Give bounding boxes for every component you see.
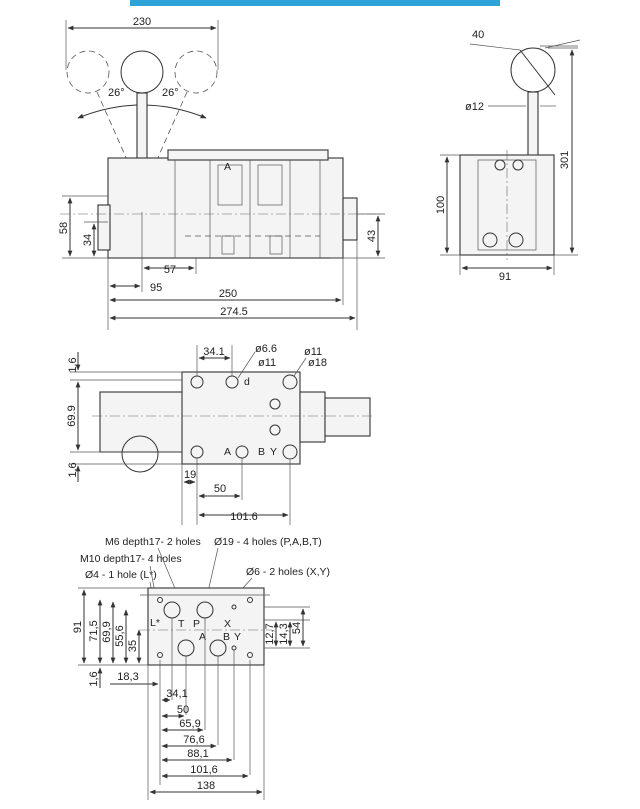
- dim-69-9: 69.9: [66, 405, 78, 426]
- label-l: L*: [150, 617, 160, 629]
- handle-knob: [120, 50, 164, 94]
- label-x: X: [224, 618, 231, 630]
- hdim-5: 101,6: [190, 764, 218, 776]
- label-y: Y: [234, 631, 241, 643]
- rdim-0: 12,7: [264, 623, 276, 644]
- hdim-3: 76,6: [183, 734, 204, 746]
- label-a: A: [199, 631, 206, 643]
- dim-101-6: 101.6: [230, 511, 258, 523]
- dim-50: 50: [214, 483, 226, 495]
- dim-43: 43: [366, 230, 378, 242]
- callout-m10: M10 depth17- 4 holes: [80, 553, 182, 565]
- label-t: T: [178, 618, 185, 630]
- hdim-2: 65,9: [179, 718, 200, 730]
- rdim-2: 54: [291, 622, 303, 634]
- vdim-0: 91: [72, 621, 84, 633]
- dim-40: 40: [472, 29, 484, 41]
- callout-m6: M6 depth17- 2 holes: [105, 536, 201, 548]
- handle-knob-right-ghost: [174, 50, 218, 94]
- dim-274-5: 274.5: [220, 306, 248, 318]
- label-p: P: [193, 618, 200, 630]
- plan-port-b: B: [258, 446, 265, 458]
- plan-view: d A B Y 34.1 ø6.6 ø11 ø11 ø18 1.6 69.9 1…: [66, 343, 375, 525]
- plan-knob: [121, 435, 159, 473]
- vdim-3: 55,6: [114, 625, 126, 646]
- dim-91: 91: [499, 271, 511, 283]
- dim-57: 57: [164, 264, 176, 276]
- dim-1-6-top: 1.6: [67, 357, 79, 372]
- dim-34: 34: [82, 234, 94, 246]
- dim-d11a: ø11: [258, 357, 276, 369]
- hdim-6: 138: [197, 780, 215, 792]
- port-mark-a: A: [224, 161, 231, 173]
- mounting-face: M6 depth17- 2 holes M10 depth17- 4 holes…: [72, 536, 330, 800]
- vdim-1: 71,5: [88, 620, 100, 641]
- dim-18-3: 18,3: [117, 671, 138, 683]
- front-view: 230 26° 26° A 58: [58, 16, 385, 330]
- dim-d6-6: ø6.6: [255, 343, 277, 355]
- dim-d11b: ø11: [304, 346, 322, 358]
- plan-port-a: A: [224, 446, 231, 458]
- header-accent-bar: [130, 0, 500, 6]
- dim-95: 95: [150, 282, 162, 294]
- plan-lever-housing: [99, 391, 186, 453]
- callout-d19: Ø19 - 4 holes (P,A,B,T): [214, 536, 322, 548]
- dim-34-1: 34.1: [203, 346, 224, 358]
- hdim-4: 88,1: [187, 748, 208, 760]
- angle-right: 26°: [162, 87, 179, 99]
- valve-body: [107, 157, 344, 259]
- dim-100: 100: [435, 196, 447, 214]
- label-b: B: [223, 631, 230, 643]
- plan-port-y: Y: [270, 446, 277, 458]
- dim-19: 19: [184, 469, 196, 481]
- plan-body: [181, 371, 301, 465]
- end-cap: [342, 197, 358, 241]
- hdim-0: 34,1: [166, 688, 187, 700]
- callout-d6: Ø6 - 2 holes (X,Y): [246, 566, 330, 578]
- dim-1-6-bot: 1.6: [67, 462, 79, 477]
- vdim-2: 69,9: [101, 621, 113, 642]
- handle-knob-left-ghost: [66, 50, 110, 94]
- plan-port-d: d: [244, 376, 250, 388]
- vdim-4: 35: [127, 640, 139, 652]
- side-lever-rod: [527, 91, 539, 165]
- mounting-plate: [147, 587, 265, 666]
- angle-left: 26°: [108, 87, 125, 99]
- dim-301: 301: [559, 151, 571, 169]
- dim-d18: ø18: [308, 357, 327, 369]
- dim-d12: ø12: [465, 101, 484, 113]
- dim-1-6-small: 1,6: [88, 671, 100, 686]
- hdim-1: 50: [177, 704, 189, 716]
- side-handle-knob: [510, 47, 556, 93]
- dim-230: 230: [133, 16, 151, 28]
- rdim-1: 14,3: [278, 623, 290, 644]
- dim-250: 250: [219, 288, 237, 300]
- side-view: 40 ø12 301 100 91: [435, 29, 581, 283]
- dim-58: 58: [58, 222, 70, 234]
- callout-d4: Ø4 - 1 hole (L*): [85, 569, 157, 581]
